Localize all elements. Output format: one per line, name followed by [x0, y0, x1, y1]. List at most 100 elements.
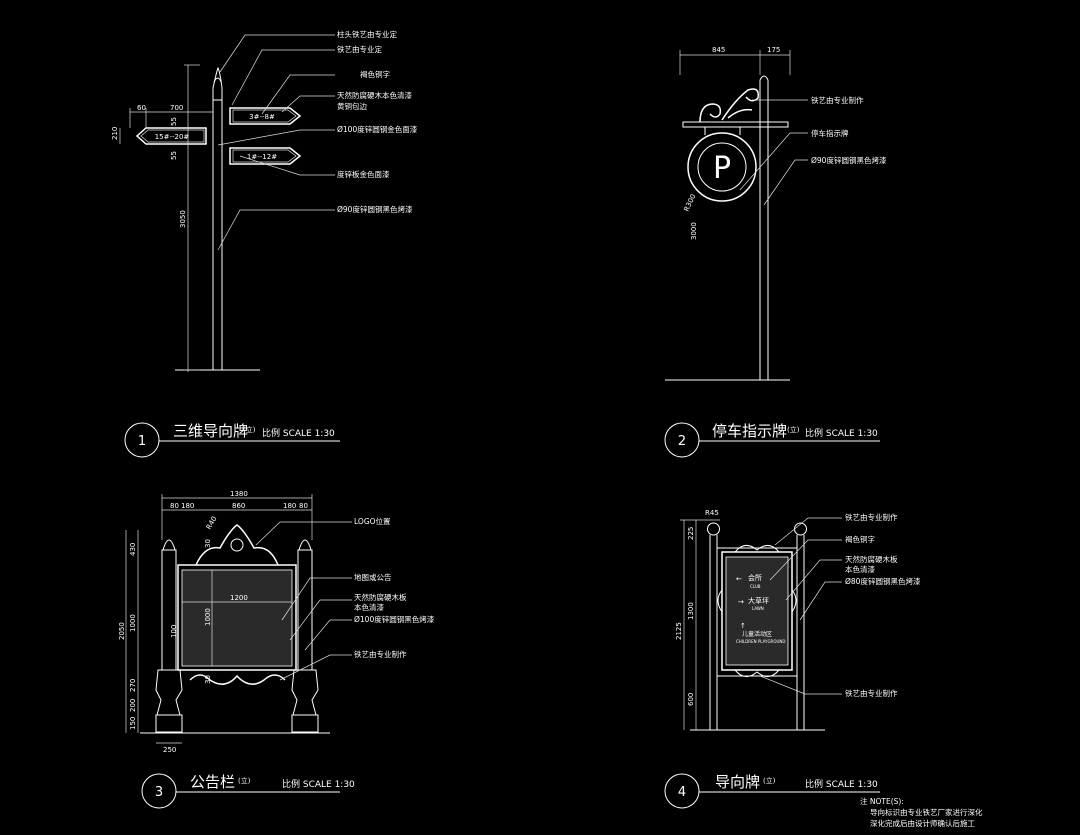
p4-note-ironwork-bottom: 铁艺由专业制作 [845, 688, 898, 698]
parking-disc [687, 132, 757, 202]
panel-1-number: 1 [138, 434, 146, 449]
p2-note-parking-sign: 停车指示牌 [811, 128, 849, 138]
panel-2-number: 2 [678, 434, 686, 449]
dim-80b: 80 [299, 502, 308, 510]
bottom-scroll-icon [734, 669, 780, 677]
scroll-ironwork-icon [699, 88, 760, 123]
panel-3-scale: 比例 SCALE 1:30 [282, 778, 355, 790]
dim-2125: 2125 [675, 622, 683, 640]
panel-2-scale: 比例 SCALE 1:30 [805, 427, 878, 439]
panel-4-number-badge [664, 773, 700, 809]
panel-3-number: 3 [155, 785, 163, 800]
panel-1-wayfinding-sign: 3#--8# 15#--20# 1#--12# 60 700 210 55 55… [111, 29, 418, 458]
sign-item-arrow-left-icon: ← [736, 575, 742, 583]
dim-1000a: 1000 [129, 614, 137, 632]
panel-2-parking-sign: P 845 175 R300 3000 铁艺由专业制作 停车指示牌 Ø90度锌圆… [664, 46, 887, 458]
footnote-line-2: 深化完成后由设计师确认后施工 [870, 818, 975, 828]
panel-3-number-badge [141, 773, 177, 809]
sign-lower-right-text: 1#--12# [247, 153, 277, 161]
p3-note-logo: LOGO位置 [354, 516, 391, 526]
sign-item-arrow-up-icon: ↑ [740, 622, 746, 630]
p1-note-finial: 柱头铁艺由专业定 [337, 29, 397, 39]
panel-4-scale: 比例 SCALE 1:30 [805, 778, 878, 790]
p1-note-plate-gold: 度锌板金色面漆 [337, 169, 390, 179]
p1-note-post-black: Ø90度锌圆钢黑色烤漆 [337, 204, 413, 214]
panel-4-guide-sign: ← 会所 CLUB → 大草坪 LAWN ↑ 儿童活动区 CHILDREN PL… [664, 509, 983, 828]
sign-item-arrow-right-icon: → [738, 598, 744, 606]
dim-200: 200 [129, 699, 137, 712]
dim-r40: R40 [205, 515, 219, 531]
p4-note-ironwork-top: 铁艺由专业制作 [845, 512, 898, 522]
panel-1-title: 三维导向牌 [173, 422, 248, 440]
p3-note-ironwork: 铁艺由专业制作 [354, 649, 407, 659]
dim-100: 100 [170, 625, 178, 638]
p4-note-varnish: 本色清漆 [845, 564, 875, 574]
panel-4-title-mark: (立) [763, 776, 776, 785]
logo-crest-icon [195, 524, 279, 566]
notice-panel [181, 569, 293, 667]
dim-1200: 1200 [230, 594, 248, 602]
p1-note-ironwork: 铁艺由专业定 [337, 44, 382, 54]
left-finial-icon [162, 539, 176, 551]
p3-note-wood: 天然防腐硬木板 [354, 592, 407, 602]
panel-2-number-badge [664, 422, 700, 458]
p3-note-steel: Ø100度锌圆钢黑色烤漆 [354, 614, 435, 624]
p1-note-wood: 天然防腐硬木本色清漆 [337, 90, 412, 100]
footnote-title: 注 NOTE(S): [860, 796, 904, 806]
right-ball-finial-icon [794, 522, 807, 536]
dim-60: 60 [137, 104, 146, 112]
left-ball-finial-icon [707, 522, 720, 536]
dim-30a: 30 [204, 539, 212, 548]
bottom-scroll-icon [189, 674, 286, 685]
panel-3-title: 公告栏 [190, 773, 235, 791]
p2-note-post: Ø90度锌圆钢黑色烤漆 [811, 155, 887, 165]
dim-210: 210 [111, 127, 119, 140]
dim-1000b: 1000 [204, 608, 212, 626]
dim-600: 600 [687, 693, 695, 706]
dim-225: 225 [687, 527, 695, 540]
sign-left-text: 15#--20# [155, 133, 190, 141]
dim-1380: 1380 [230, 490, 248, 498]
p4-note-steel: Ø80度锌圆钢黑色烤漆 [845, 576, 921, 586]
p3-note-varnish: 本色清漆 [354, 602, 384, 612]
sign-item-kids-en: CHILDREN PLAYGROUND [736, 639, 786, 644]
dim-700: 700 [170, 104, 183, 112]
dim-r45: R45 [705, 509, 719, 517]
dim-430: 430 [129, 543, 137, 556]
dim-3050: 3050 [179, 210, 187, 228]
panel-3-title-mark: (立) [238, 776, 251, 785]
sign-item-lawn-en: LAWN [752, 606, 764, 611]
p1-note-brass: 黄铜包边 [337, 101, 367, 111]
dim-270: 270 [129, 679, 137, 692]
dim-150: 150 [129, 717, 137, 730]
dim-80a: 80 [170, 502, 179, 510]
finial-icon [212, 66, 223, 101]
p1-note-steel-gold: Ø100度锌圆钢金色面漆 [337, 124, 418, 134]
panel-1-scale: 比例 SCALE 1:30 [262, 427, 335, 439]
dim-30b: 30 [204, 675, 212, 684]
dim-860: 860 [232, 502, 245, 510]
right-finial-icon [298, 539, 312, 551]
dim-3000: 3000 [690, 222, 698, 240]
panel-1-number-badge [124, 422, 160, 458]
panel-4-number: 4 [678, 785, 686, 800]
panel-2-title: 停车指示牌 [712, 422, 787, 440]
p1-note-brown-copper: 褐色铜字 [360, 69, 390, 79]
panel-4-title: 导向牌 [715, 773, 760, 791]
sign-item-kids: 儿童活动区 [742, 630, 772, 638]
dim-250: 250 [163, 746, 176, 754]
dim-r300: R300 [683, 193, 698, 213]
parking-p-icon: P [713, 151, 731, 186]
sign-item-lawn: 大草坪 [748, 596, 769, 605]
p4-note-wood: 天然防腐硬木板 [845, 554, 898, 564]
dim-845: 845 [712, 46, 725, 54]
dim-55a: 55 [170, 117, 178, 126]
sign-item-club-en: CLUB [750, 584, 761, 589]
dim-175: 175 [767, 46, 780, 54]
p3-note-map: 地图或公告 [354, 572, 392, 582]
panel-2-title-mark: (立) [787, 425, 800, 434]
dim-180b: 180 [283, 502, 296, 510]
top-scroll-icon [734, 545, 780, 553]
guide-sign-board [725, 556, 789, 666]
